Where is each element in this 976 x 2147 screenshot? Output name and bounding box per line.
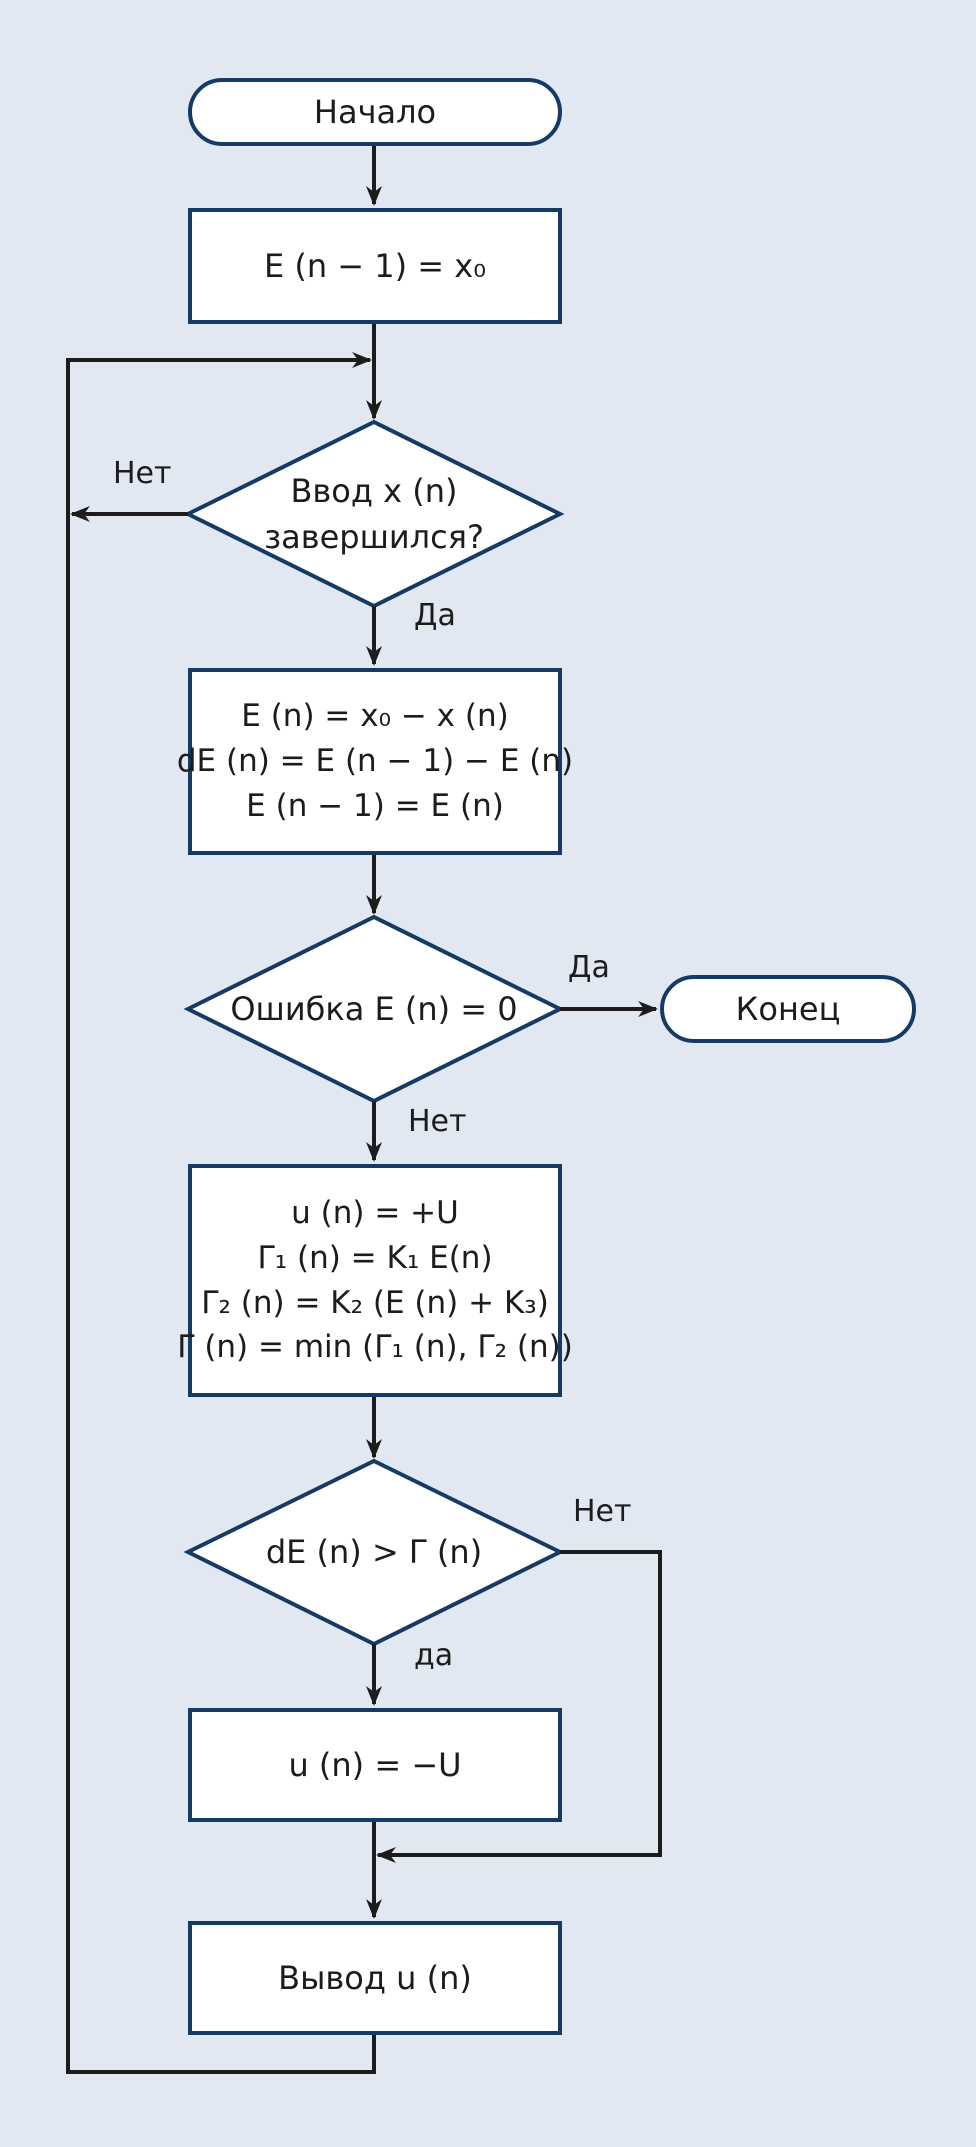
init-process-box: E (n − 1) = x₀ xyxy=(188,208,562,324)
output-line: Вывод u (n) xyxy=(278,1958,472,1997)
decision-error-line: Ошибка E (n) = 0 xyxy=(230,989,518,1028)
compute-line-2: dE (n) = E (n − 1) − E (n) xyxy=(176,743,574,780)
edge-label-no-input: Нет xyxy=(113,456,172,491)
control-line-4: Γ (n) = min (Γ₁ (n), Γ₂ (n)) xyxy=(177,1329,573,1366)
decision-threshold-text: dE (n) > Γ (n) xyxy=(238,1523,510,1581)
decision-threshold-line: dE (n) > Γ (n) xyxy=(265,1532,483,1571)
edge-label-no-threshold: Нет xyxy=(573,1494,632,1529)
decision-input-line-1: Ввод x (n) xyxy=(290,471,458,510)
control-line-1: u (n) = +U xyxy=(291,1194,459,1231)
compute-line-1: E (n) = x₀ − x (n) xyxy=(241,698,509,735)
edge-loop-back xyxy=(66,352,376,2074)
start-label: Начало xyxy=(313,92,437,131)
edge-label-no-error: Нет xyxy=(408,1104,467,1139)
compute-process-box: E (n) = x₀ − x (n) dE (n) = E (n − 1) − … xyxy=(177,668,573,855)
control-line-3: Γ₂ (n) = K₂ (E (n) + K₃) xyxy=(201,1284,549,1321)
edge-threshold-no-bypass xyxy=(376,1550,662,1863)
start-terminal: Начало xyxy=(188,78,562,146)
output-process-box: Вывод u (n) xyxy=(188,1921,562,2035)
edge-label-yes-threshold: да xyxy=(414,1638,454,1673)
end-label: Конец xyxy=(735,989,841,1028)
negate-process-box: u (n) = −U xyxy=(188,1708,562,1822)
edge-label-yes-error: Да xyxy=(568,950,610,985)
edge-label-yes-input: Да xyxy=(414,598,456,633)
negate-line: u (n) = −U xyxy=(288,1745,462,1784)
end-terminal: Конец xyxy=(660,975,916,1043)
compute-line-3: E (n − 1) = E (n) xyxy=(246,787,504,824)
control-process-box: u (n) = +U Γ₁ (n) = K₁ E(n) Γ₂ (n) = K₂ … xyxy=(177,1164,573,1397)
control-line-2: Γ₁ (n) = K₁ E(n) xyxy=(257,1239,493,1276)
decision-input-line-2: завершился? xyxy=(264,518,484,556)
decision-input-text: Ввод x (n) завершился? xyxy=(238,462,510,566)
decision-error-text: Ошибка E (n) = 0 xyxy=(218,980,530,1038)
init-line: E (n − 1) = x₀ xyxy=(263,246,487,285)
